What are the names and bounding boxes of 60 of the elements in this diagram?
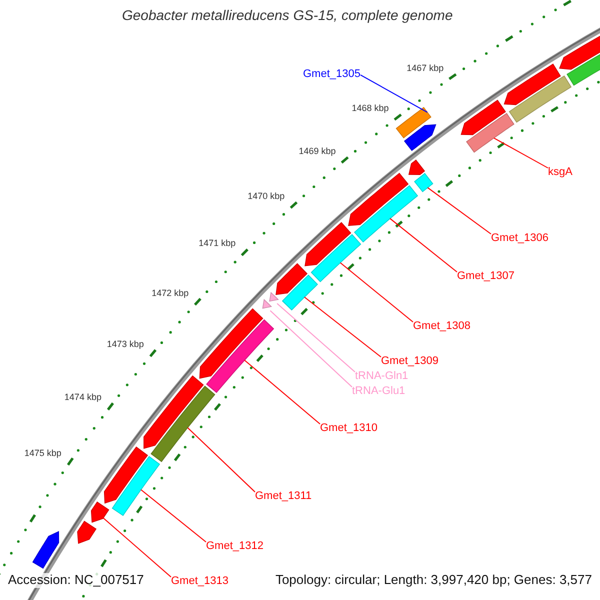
leader-line [244, 360, 320, 424]
leader-line [427, 187, 492, 234]
scale-label: 1471 kbp [198, 238, 236, 249]
leader-line [340, 262, 414, 322]
gene-feature [104, 446, 148, 504]
gene-feature [404, 124, 436, 152]
trna-marker [262, 298, 272, 309]
leader-line [276, 303, 356, 372]
gene-feature [206, 319, 274, 394]
gene-feature [310, 234, 362, 282]
gene-feature [150, 386, 216, 462]
scale-label: 1474 kbp [64, 392, 102, 403]
scale-label: 1475 kbp [24, 448, 62, 458]
gene-label: Gmet_1313 [171, 575, 228, 588]
gene-label: Gmet_1306 [491, 232, 548, 245]
gene-label: Gmet_1312 [206, 540, 264, 553]
gene-feature [354, 185, 418, 242]
leader-line [140, 489, 206, 542]
gene-feature [276, 263, 308, 296]
gene-feature [199, 308, 264, 379]
scale-label: 1468 kbp [352, 103, 389, 114]
gene-feature [112, 456, 160, 516]
leader-line [390, 218, 458, 272]
gene-label: Gmet_1311 [255, 490, 312, 503]
gene-label: Gmet_1309 [381, 355, 438, 368]
trna-marker [269, 292, 279, 302]
genome-summary-text: Topology: circular; Length: 3,997,420 bp; Genes: 3,577 [273, 573, 594, 588]
scale-label: 1467 kbp [406, 62, 444, 73]
gene-feature [304, 222, 352, 266]
gene-feature [348, 172, 409, 226]
gene-feature [144, 375, 204, 449]
gene-feature [466, 112, 514, 153]
gene-feature [414, 172, 434, 192]
leader-line [102, 517, 172, 578]
gene-label: tRNA-Gln1 [355, 370, 408, 383]
gene-feature [396, 106, 432, 138]
gene-feature [282, 274, 318, 311]
gene-feature [32, 531, 60, 569]
scale-label: 1469 kbp [298, 146, 336, 156]
gene-label: Gmet_1310 [320, 422, 378, 435]
gene-feature [504, 64, 561, 106]
leader-line [493, 138, 548, 168]
scale-label: 1470 kbp [248, 191, 285, 202]
gene-feature [460, 100, 506, 136]
leader-line [304, 296, 382, 358]
gene-feature [508, 75, 572, 123]
leader-line [360, 74, 428, 113]
leader-line [270, 310, 352, 388]
gene-label: tRNA-Glu1 [352, 385, 406, 398]
map-title: Geobacter metallireducens GS-15, complete genome [122, 7, 453, 24]
gene-label: Gmet_1305 [303, 68, 360, 81]
gene-feature [408, 160, 426, 175]
gene-label: Gmet_1307 [457, 270, 514, 283]
gene-label: ksgA [548, 166, 572, 179]
leader-line [187, 427, 256, 492]
gene-label: Gmet_1308 [413, 320, 470, 333]
scale-label: 1472 kbp [152, 288, 189, 298]
scale-label: 1473 kbp [106, 339, 144, 350]
gene-feature [90, 501, 110, 523]
gene-feature [77, 520, 97, 544]
